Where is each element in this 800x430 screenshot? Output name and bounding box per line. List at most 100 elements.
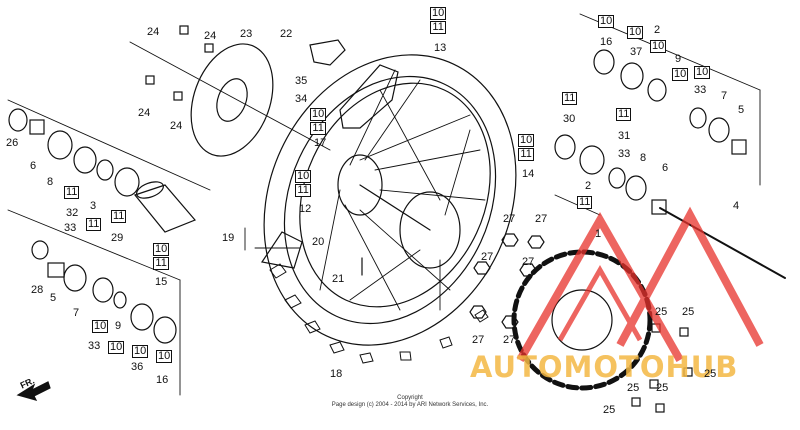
part-label-10: 10 (132, 345, 149, 358)
tyre-outer (263, 54, 517, 346)
part-label-10: 10 (108, 341, 125, 354)
part-label-37: 37 (630, 46, 643, 58)
part-label-24: 24 (170, 120, 183, 132)
part-label-18: 18 (330, 368, 343, 380)
part-label-27: 27 (472, 334, 485, 346)
part-label-2: 2 (654, 24, 661, 36)
part-label-26: 26 (6, 137, 19, 149)
watermark-text-main: AUTOMOTOHUB (470, 350, 739, 384)
part-label-9: 9 (115, 320, 122, 332)
part-label-22: 22 (280, 28, 293, 40)
part-label-25: 25 (704, 368, 717, 380)
part-label-27: 27 (522, 256, 535, 268)
part-label-21: 21 (332, 273, 345, 285)
part-label-10: 10 (672, 68, 689, 81)
part-label-15: 15 (155, 276, 168, 288)
part-label-7: 7 (73, 307, 80, 319)
part-label-10: 10 (694, 66, 711, 79)
spacer-tube (133, 184, 197, 233)
part-label-9: 9 (675, 53, 682, 65)
part-label-35: 35 (295, 75, 308, 87)
part-label-25: 25 (627, 382, 640, 394)
part-label-11: 11 (562, 92, 578, 105)
brake-disc-hub (216, 78, 248, 122)
brake-disc (190, 43, 274, 157)
part-label-33: 33 (64, 222, 77, 234)
part-label-20: 20 (312, 236, 325, 248)
part-label-16: 16 (156, 374, 169, 386)
spokes (319, 69, 486, 311)
part-label-31: 31 (618, 130, 631, 142)
wheel-hub (337, 154, 383, 216)
part-label-7: 7 (721, 90, 728, 102)
part-label-5: 5 (738, 104, 745, 116)
chain-adjuster-right (651, 199, 667, 215)
part-label-33: 33 (618, 148, 631, 160)
part-label-25: 25 (682, 306, 695, 318)
front-arrow-icon (16, 381, 51, 401)
part-label-2: 2 (585, 180, 592, 192)
part-label-8: 8 (640, 152, 647, 164)
part-label-6: 6 (662, 162, 669, 174)
part-label-27: 27 (535, 213, 548, 225)
watermark-text: AUTOMOTOHUB (470, 350, 738, 384)
part-label-28: 28 (31, 284, 44, 296)
part-label-25: 25 (603, 404, 616, 416)
hub-sprocket-flange (399, 191, 461, 269)
rim (299, 82, 491, 308)
caliper-bracket (309, 39, 346, 66)
copyright-title: Copyright (397, 395, 423, 401)
part-label-33: 33 (88, 340, 101, 352)
part-label-25: 25 (656, 382, 669, 394)
part-label-10: 10 (156, 350, 173, 363)
part-label-12: 12 (299, 203, 312, 215)
part-label-10: 10 (627, 26, 644, 39)
part-label-10: 10 (650, 40, 667, 53)
copyright-text: Page design (c) 2004 - 2014 by ARI Netwo… (331, 402, 489, 408)
part-label-25: 25 (655, 306, 668, 318)
part-label-27: 27 (481, 251, 494, 263)
part-label-16: 16 (600, 36, 613, 48)
brake-caliper (339, 64, 399, 129)
part-label-27: 27 (503, 213, 516, 225)
part-label-19: 19 (222, 232, 235, 244)
part-label-11: 11 (577, 196, 593, 209)
bearings-left (8, 108, 177, 344)
part-label-24: 24 (138, 107, 151, 119)
part-label-11: 11 (111, 210, 127, 223)
part-label-24: 24 (204, 30, 217, 42)
part-label-32: 32 (66, 207, 79, 219)
part-label-11: 11 (616, 108, 632, 121)
part-label-29: 29 (111, 232, 124, 244)
part-label-5: 5 (50, 292, 57, 304)
part-label-27: 27 (503, 334, 516, 346)
part-label-24: 24 (147, 26, 160, 38)
part-label-4: 4 (733, 200, 740, 212)
watermark-logo-icon (516, 206, 764, 362)
tyre-tread (269, 263, 489, 364)
part-label-10: 10 (598, 15, 615, 28)
part-label-11: 11 (64, 186, 80, 199)
copyright-notice: Copyright Page design (c) 2004 - 2014 by… (300, 395, 520, 409)
part-label-11: 11 (86, 218, 102, 231)
part-label-14: 14 (522, 168, 535, 180)
part-label-23: 23 (240, 28, 253, 40)
part-label-34: 34 (295, 93, 308, 105)
axle (659, 207, 786, 279)
part-label-3: 3 (90, 200, 97, 212)
part-label-30: 30 (563, 113, 576, 125)
part-label-17: 17 (314, 137, 327, 149)
part-label-36: 36 (131, 361, 144, 373)
part-label-13: 13 (434, 42, 447, 54)
tyre-inner (283, 75, 497, 325)
bearings-right (554, 49, 730, 201)
part-label-1: 1 (595, 228, 602, 240)
part-label-8: 8 (47, 176, 54, 188)
part-label-33: 33 (694, 84, 707, 96)
